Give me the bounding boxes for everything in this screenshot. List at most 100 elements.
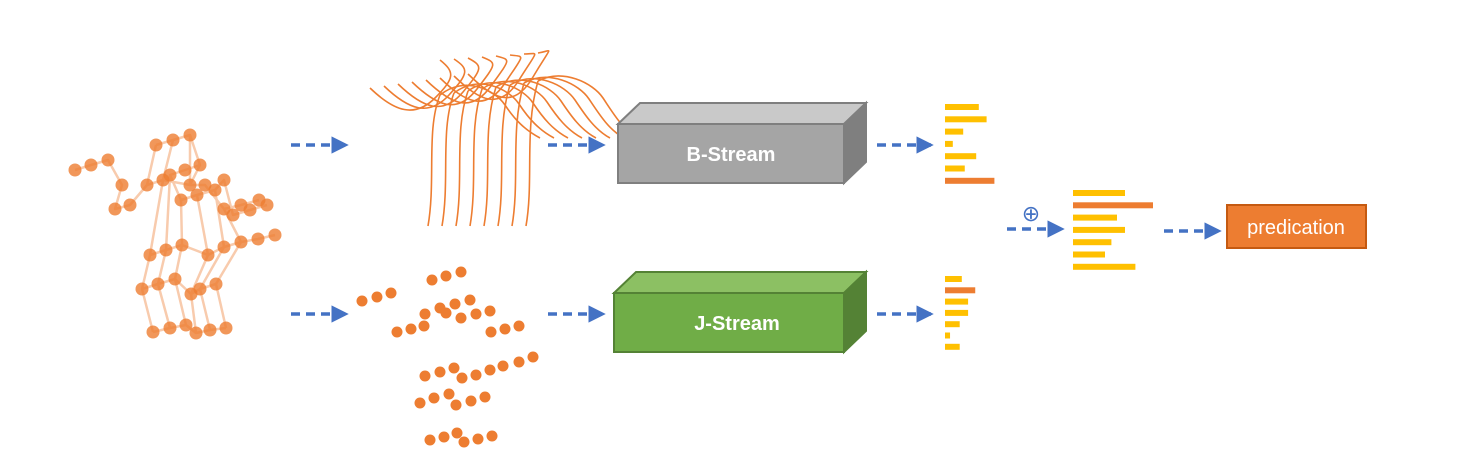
skeleton-bone-line [156,174,172,329]
skeleton-joint-dot [163,321,177,335]
joint-sequence-dot [455,266,467,278]
skeleton-joint-dot [189,326,203,340]
joint-sequence-dot [356,295,368,307]
score-bar [945,153,977,160]
joint-sequence-dot [405,323,417,335]
skeleton-joint-dot [219,321,233,335]
skeleton-joint-dot [217,173,231,187]
skeleton-joint-dot [179,318,193,332]
joint-sequence-dot [513,320,525,332]
skeleton-bone-line [189,194,210,334]
joint-sequence-dot [428,392,440,404]
bone-score-bars [945,104,995,184]
skeleton-joint-dot [151,277,165,291]
score-bar [945,104,979,110]
skeleton-joint-dot [68,163,82,177]
joint-sequence-dot [479,391,491,403]
joint-sequence-dot [426,274,438,286]
skeleton-joint-dot [101,153,115,167]
score-bar [945,128,964,135]
fusion-plus-icon: ⊕ [1022,201,1040,226]
b-stream-block: B-Stream [615,100,869,186]
joint-sequence-dot [458,436,470,448]
joint-sequence-dot [418,320,430,332]
skeleton-joint-dot [108,202,122,216]
skeleton-joint-dot [84,158,98,172]
joint-sequence-dot [485,326,497,338]
prediction-label: predication [1247,217,1345,239]
skeleton-joint-dot [201,248,215,262]
joint-sequence-dots [356,266,539,448]
j-stream-label: J-Stream [694,313,780,335]
bone-sequence-line [467,49,639,227]
skeleton-joint-dot [159,243,173,257]
bone-sequence-line [397,57,569,227]
joint-sequence-dot [449,298,461,310]
score-bar [945,165,965,172]
score-bar [945,343,960,350]
joint-sequence-dot [497,360,509,372]
skeleton-bone-line [140,179,165,333]
joint-sequence-dot [470,308,482,320]
skeleton-joint-dot [203,323,217,337]
fused-score-bars [1073,190,1153,270]
joint-sequence-dot [434,366,446,378]
skeleton-bone-line [198,189,226,331]
skeleton-input [68,128,282,340]
score-bar [1073,239,1112,246]
skeleton-bone-line [214,208,243,329]
skeleton-joint-dot [209,277,223,291]
j-stream-block: J-Stream [611,269,869,355]
skeleton-joint-dot [183,178,197,192]
joint-sequence-dot [499,323,511,335]
skeleton-bone-line [129,144,158,206]
skeleton-joint-dot [115,178,129,192]
score-bar [1073,202,1153,209]
score-bar [945,332,951,339]
flow-arrows [291,136,1222,323]
skeleton-joint-dot [168,272,182,286]
score-bar [1073,226,1125,233]
joint-sequence-dot [450,399,462,411]
joint-sequence-dot [484,305,496,317]
bone-sequence-lines [369,49,639,227]
skeleton-joint-dot [123,198,137,212]
joint-sequence-dot [527,351,539,363]
joint-sequence-dot [391,326,403,338]
joint-sequence-dot [455,312,467,324]
skeleton-joint-dot [166,133,180,147]
score-bar [1073,251,1105,258]
joint-score-bars [945,276,976,350]
b-stream-label: B-Stream [687,144,776,166]
skeleton-joint-dot [146,325,160,339]
joint-sequence-dot [464,294,476,306]
skeleton-joint-dot [140,178,154,192]
joint-sequence-dot [419,370,431,382]
joint-sequence-dot [440,270,452,282]
score-bar [1073,263,1136,270]
joint-sequence-dot [513,356,525,368]
skeleton-joint-dot [234,235,248,249]
j-stream-front-face [613,292,845,353]
skeleton-joint-dot [243,203,257,217]
joint-sequence-dot [443,388,455,400]
score-bar [945,287,976,294]
joint-sequence-dot [456,372,468,384]
b-stream-top-face [615,102,869,125]
skeleton-joint-dot [175,238,189,252]
skeleton-joint-dot [174,193,188,207]
score-bar [945,116,987,123]
score-bar [1073,214,1117,221]
skeleton-joint-dot [183,128,197,142]
prediction-output-box: predication [1226,204,1367,249]
skeleton-joint-dot [251,232,265,246]
skeleton-bone-line [173,199,188,326]
bone-sequence-line [425,55,597,227]
joint-sequence-dot [414,397,426,409]
joint-sequence-dot [438,431,450,443]
prediction-box [1226,204,1367,249]
joint-sequence-dot [385,287,397,299]
score-bar [945,177,995,184]
joint-sequence-dot [419,308,431,320]
